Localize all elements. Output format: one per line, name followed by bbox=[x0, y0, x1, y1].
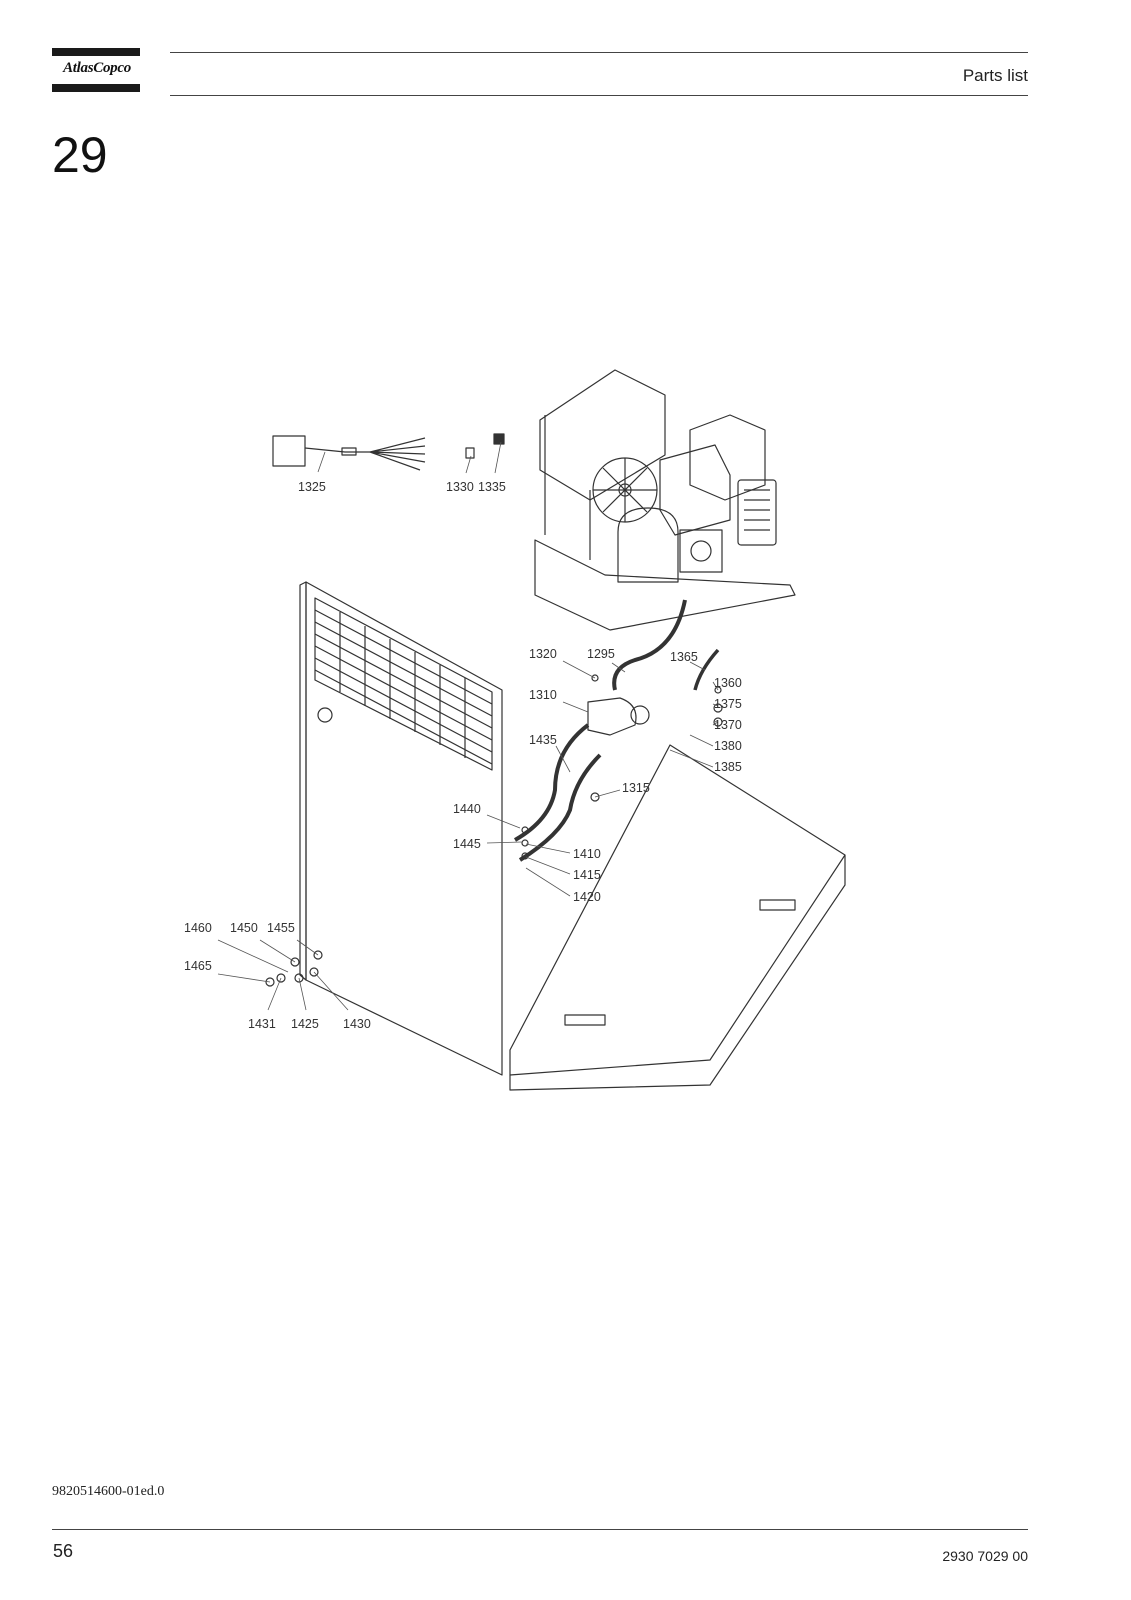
part-label-1325: 1325 bbox=[298, 480, 326, 494]
fitting-1465 bbox=[265, 977, 275, 987]
electrical-box bbox=[689, 414, 766, 501]
base-frame-top bbox=[509, 744, 846, 1076]
part-label-1360: 1360 bbox=[714, 676, 742, 690]
control-module-fins bbox=[744, 489, 770, 531]
part-label-1460: 1460 bbox=[184, 921, 212, 935]
part-label-1330: 1330 bbox=[446, 480, 474, 494]
part-label-1410: 1410 bbox=[573, 847, 601, 861]
grille-columns bbox=[339, 612, 466, 758]
document-number: 2930 7029 00 bbox=[942, 1548, 1028, 1564]
part-label-1420: 1420 bbox=[573, 890, 601, 904]
fitting-1370 bbox=[713, 703, 723, 713]
control-module bbox=[737, 479, 777, 546]
atlas-copco-logo: AtlasCopco bbox=[52, 48, 140, 94]
compressor-body bbox=[617, 507, 679, 583]
part-label-1370: 1370 bbox=[714, 718, 742, 732]
fitting-1375 bbox=[714, 686, 722, 694]
part-label-1445: 1445 bbox=[453, 837, 481, 851]
part-label-1430: 1430 bbox=[343, 1017, 371, 1031]
hose-1435 bbox=[514, 723, 590, 842]
cable-connector-box bbox=[272, 435, 306, 467]
unit-baseplate bbox=[534, 539, 796, 631]
part-label-1425: 1425 bbox=[291, 1017, 319, 1031]
filter-drier-1310 bbox=[587, 697, 637, 736]
header-rule-top bbox=[170, 52, 1028, 53]
part-label-1315: 1315 bbox=[622, 781, 650, 795]
header-rule-bottom bbox=[170, 95, 1028, 96]
cabinet-side-panel bbox=[305, 581, 503, 1076]
fitting-1431 bbox=[276, 973, 286, 983]
frame-slot-left bbox=[564, 1014, 606, 1026]
part-label-1365: 1365 bbox=[670, 650, 698, 664]
part-label-1431: 1431 bbox=[248, 1017, 276, 1031]
fitting-1450 bbox=[290, 957, 300, 967]
condenser-edges bbox=[544, 415, 591, 560]
fitting-1445 bbox=[521, 826, 529, 834]
logo-wordmark: AtlasCopco bbox=[63, 60, 131, 76]
part-label-1440: 1440 bbox=[453, 802, 481, 816]
fitting-1455 bbox=[313, 950, 323, 960]
page-number: 56 bbox=[53, 1541, 74, 1561]
part-label-1320: 1320 bbox=[529, 647, 557, 661]
panel-opening bbox=[317, 707, 333, 723]
logo-bar-top bbox=[52, 48, 140, 56]
screw-1320 bbox=[591, 674, 599, 682]
exploded-parts-drawing: 1325 1330 1335 1320 1295 1365 1360 1375 … bbox=[184, 369, 846, 1091]
part-1330-shape bbox=[465, 447, 475, 459]
hose-1295 bbox=[612, 599, 687, 691]
base-frame-sides bbox=[509, 855, 846, 1091]
part-label-1465: 1465 bbox=[184, 959, 212, 973]
part-label-1450: 1450 bbox=[230, 921, 258, 935]
leader-lines bbox=[217, 441, 719, 1011]
hose-1365 bbox=[693, 648, 720, 691]
part-label-1295: 1295 bbox=[587, 647, 615, 661]
sight-glass-1380 bbox=[630, 705, 650, 725]
logo-bar-bottom bbox=[52, 84, 140, 92]
accumulator-housing bbox=[659, 444, 731, 536]
fitting-1385 bbox=[713, 717, 723, 727]
hose-1440 bbox=[518, 753, 602, 862]
part-label-1335: 1335 bbox=[478, 480, 506, 494]
fitting-1415 bbox=[521, 852, 529, 860]
fitting-1430 bbox=[309, 967, 319, 977]
footer-rule bbox=[52, 1529, 1028, 1530]
section-title: Parts list bbox=[962, 66, 1028, 85]
part-label-1415: 1415 bbox=[573, 868, 601, 882]
fitting-1410 bbox=[521, 839, 529, 847]
chapter-number: 29 bbox=[52, 127, 108, 183]
fitting-1315 bbox=[590, 792, 600, 802]
cable-ferrite bbox=[341, 447, 357, 456]
cable-wire bbox=[304, 447, 370, 453]
part-label-1385: 1385 bbox=[714, 760, 742, 774]
fitting-1425 bbox=[294, 973, 304, 983]
ventilation-grille bbox=[314, 597, 493, 771]
part-label-1375: 1375 bbox=[714, 697, 742, 711]
part-1335-shape bbox=[493, 433, 505, 445]
fan-guard bbox=[593, 458, 657, 522]
pressure-switch-plate bbox=[679, 529, 723, 573]
frame-slot-right bbox=[759, 899, 796, 911]
part-label-1435: 1435 bbox=[529, 733, 557, 747]
document-code: 9820514600-01ed.0 bbox=[52, 1484, 165, 1499]
part-label-1380: 1380 bbox=[714, 739, 742, 753]
cable-leads bbox=[369, 437, 426, 471]
condenser-housing bbox=[539, 369, 666, 501]
part-label-1310: 1310 bbox=[529, 688, 557, 702]
pressure-switch-dial bbox=[690, 540, 712, 562]
cabinet-panel-edge bbox=[299, 581, 307, 981]
grille-rows bbox=[314, 609, 493, 765]
part-label-1455: 1455 bbox=[267, 921, 295, 935]
